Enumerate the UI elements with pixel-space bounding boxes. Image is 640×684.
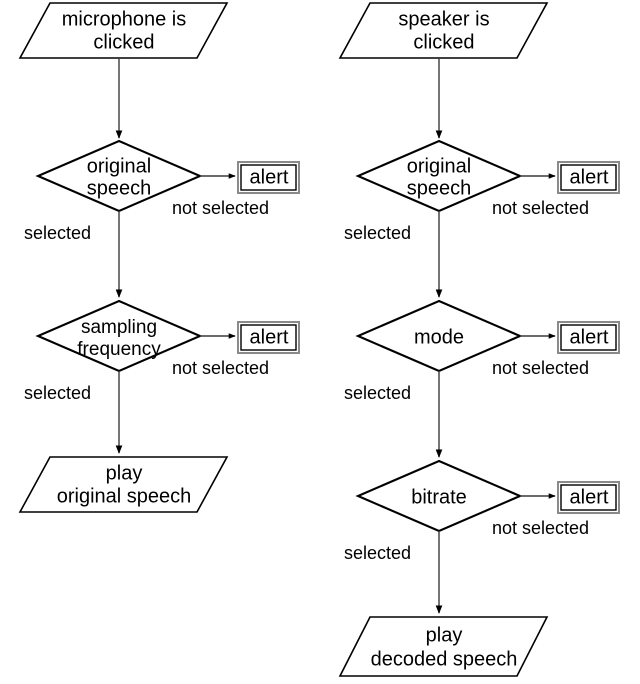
decision-node-sampling-frequency[interactable]: sampling frequency	[35, 299, 203, 373]
edge-label-not-selected-5: not selected	[492, 518, 589, 538]
end-node-play-decoded-speech[interactable]: play decoded speech	[338, 616, 549, 677]
alert-box-outer-1	[237, 161, 300, 194]
end-node-play-original-line1: play	[106, 462, 143, 484]
alert-box-outer-4	[557, 321, 620, 354]
edge-label-not-selected-4: not selected	[492, 358, 589, 378]
alert-box-inner-1	[240, 164, 297, 191]
decision-original-speech-left-line2: speech	[87, 177, 152, 199]
start-node-speaker-line2: clicked	[413, 31, 474, 53]
edge-label-selected-1: selected	[24, 223, 91, 243]
alert-box-outer-2	[237, 321, 300, 354]
parallelogram-shape	[18, 2, 229, 59]
edge-label-not-selected-1: not selected	[172, 198, 269, 218]
alert-label-3: alert	[570, 166, 609, 188]
decision-node-original-speech-right[interactable]: original speech	[355, 139, 523, 213]
decision-node-mode[interactable]: mode	[355, 299, 523, 373]
edge-label-not-selected-2: not selected	[172, 358, 269, 378]
alert-label-2: alert	[250, 326, 289, 348]
alert-label-1: alert	[250, 166, 289, 188]
start-node-microphone-line1: microphone is	[62, 8, 187, 30]
alert-node-2[interactable]: alert	[237, 321, 300, 354]
end-node-play-decoded-line1: play	[426, 624, 463, 646]
edge-label-selected-3: selected	[344, 223, 411, 243]
start-node-microphone-line2: clicked	[93, 31, 154, 53]
edge-label-selected-5: selected	[344, 543, 411, 563]
alert-box-outer-3	[557, 161, 620, 194]
alert-node-3[interactable]: alert	[557, 161, 620, 194]
alert-box-inner-5	[560, 484, 617, 511]
start-node-speaker[interactable]: speaker is clicked	[338, 2, 549, 59]
start-node-microphone[interactable]: microphone is clicked	[18, 2, 229, 59]
decision-original-speech-right-line2: speech	[407, 177, 472, 199]
edge-label-selected-4: selected	[344, 383, 411, 403]
end-node-play-decoded-line2: decoded speech	[371, 648, 518, 670]
parallelogram-shape	[18, 456, 229, 513]
alert-box-inner-4	[560, 324, 617, 351]
end-node-play-original-speech[interactable]: play original speech	[18, 456, 229, 513]
alert-node-5[interactable]: alert	[557, 481, 620, 514]
alert-label-4: alert	[570, 326, 609, 348]
edge-label-selected-2: selected	[24, 383, 91, 403]
decision-sampling-frequency-line1: sampling	[81, 317, 157, 338]
alert-box-inner-3	[560, 164, 617, 191]
start-node-speaker-line1: speaker is	[398, 8, 489, 30]
decision-original-speech-right-line1: original	[407, 155, 471, 177]
decision-node-bitrate[interactable]: bitrate	[355, 459, 523, 533]
alert-node-1[interactable]: alert	[237, 161, 300, 194]
parallelogram-shape	[338, 616, 549, 677]
edge-label-not-selected-3: not selected	[492, 198, 589, 218]
alert-label-5: alert	[570, 486, 609, 508]
decision-node-original-speech-left[interactable]: original speech	[35, 139, 203, 213]
end-node-play-original-line2: original speech	[57, 485, 192, 507]
alert-box-outer-5	[557, 481, 620, 514]
decision-sampling-frequency-line2: frequency	[77, 339, 161, 360]
alert-box-inner-2	[240, 324, 297, 351]
decision-bitrate-label: bitrate	[411, 486, 467, 508]
parallelogram-shape	[338, 2, 549, 59]
decision-mode-label: mode	[414, 326, 464, 348]
decision-original-speech-left-line1: original	[87, 155, 151, 177]
alert-node-4[interactable]: alert	[557, 321, 620, 354]
